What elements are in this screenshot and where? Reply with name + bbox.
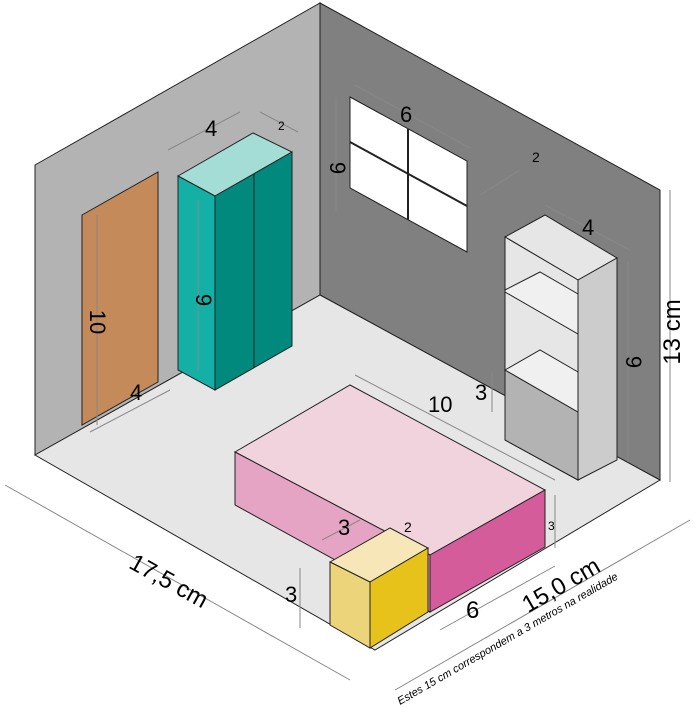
window-width-label: 6 — [400, 102, 412, 127]
wardrobe-front — [177, 175, 216, 391]
wardrobe-height-label: 9 — [191, 294, 216, 306]
nightstand-width-label: 3 — [338, 515, 350, 540]
wardrobe-depth-label: 2 — [278, 119, 285, 133]
window-transom — [349, 141, 468, 207]
bed-width-label: 6 — [466, 597, 479, 624]
shelf-board-1 — [504, 271, 579, 335]
nightstand-height-label: 3 — [285, 582, 297, 607]
room-length-label: 17,5 cm — [125, 549, 213, 614]
shelf-depth-label: 2 — [532, 149, 540, 165]
bed-height-left-label: 3 — [475, 380, 487, 405]
dimension-lines — [4, 84, 691, 691]
wardrobe-width-label: 4 — [205, 116, 217, 141]
shelf-height-label: 9 — [621, 356, 646, 368]
door — [81, 171, 159, 426]
nightstand-side — [369, 547, 429, 649]
shelf-board-2 — [503, 349, 579, 413]
bed-height-right-label: 3 — [548, 519, 555, 533]
shelf-side — [577, 257, 618, 481]
shelf-width-label: 4 — [582, 215, 594, 240]
door-height-label: 10 — [85, 310, 110, 334]
window-height-label: 9 — [325, 162, 350, 174]
room-height-label: 13 cm — [659, 299, 686, 364]
bed-side — [429, 489, 546, 613]
nightstand-depth-label: 2 — [404, 519, 412, 535]
bed-length-label: 10 — [428, 392, 452, 417]
door-width-label: 4 — [130, 380, 142, 405]
